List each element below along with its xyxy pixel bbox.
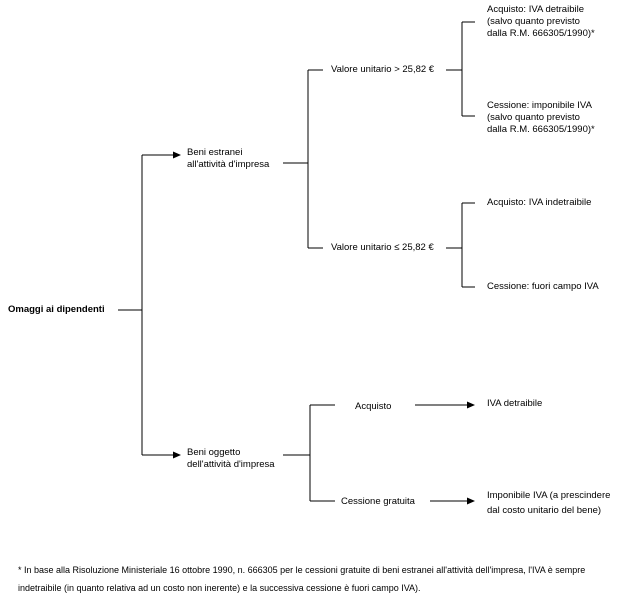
over-cessione-line3: dalla R.M. 666305/1990)*: [487, 124, 595, 135]
over-cessione-line2: (salvo quanto previsto: [487, 112, 580, 123]
oggetto-cessione-node: Cessione gratuita: [341, 496, 415, 507]
oggetto-acquisto-result: IVA detraibile: [487, 398, 543, 409]
estranei-node-line2: all'attività d'impresa: [187, 159, 270, 170]
under-acquisto: Acquisto: IVA indetraibile: [487, 197, 592, 208]
oggetto-cessione-result-line2: dal costo unitario del bene): [487, 505, 602, 516]
oggetto-node-line2: dell'attività d'impresa: [187, 459, 275, 470]
under-node: Valore unitario ≤ 25,82 €: [331, 242, 434, 253]
estranei-node-line1: Beni estranei: [187, 147, 243, 158]
over-acquisto-line2: (salvo quanto previsto: [487, 16, 580, 27]
over-cessione-line1: Cessione: imponibile IVA: [487, 100, 592, 111]
over-node: Valore unitario > 25,82 €: [331, 64, 435, 75]
under-cessione: Cessione: fuori campo IVA: [487, 281, 599, 292]
over-acquisto-line1: Acquisto: IVA detraibile: [487, 4, 584, 15]
oggetto-node-line1: Beni oggetto: [187, 447, 241, 458]
root-node: Omaggi ai dipendenti: [8, 304, 105, 315]
over-acquisto-line3: dalla R.M. 666305/1990)*: [487, 28, 595, 39]
oggetto-acquisto-node: Acquisto: [355, 401, 392, 412]
footnote: * In base alla Risoluzione Ministeriale …: [18, 565, 586, 593]
oggetto-cessione-result-line1: Imponibile IVA (a prescindere: [487, 490, 611, 501]
